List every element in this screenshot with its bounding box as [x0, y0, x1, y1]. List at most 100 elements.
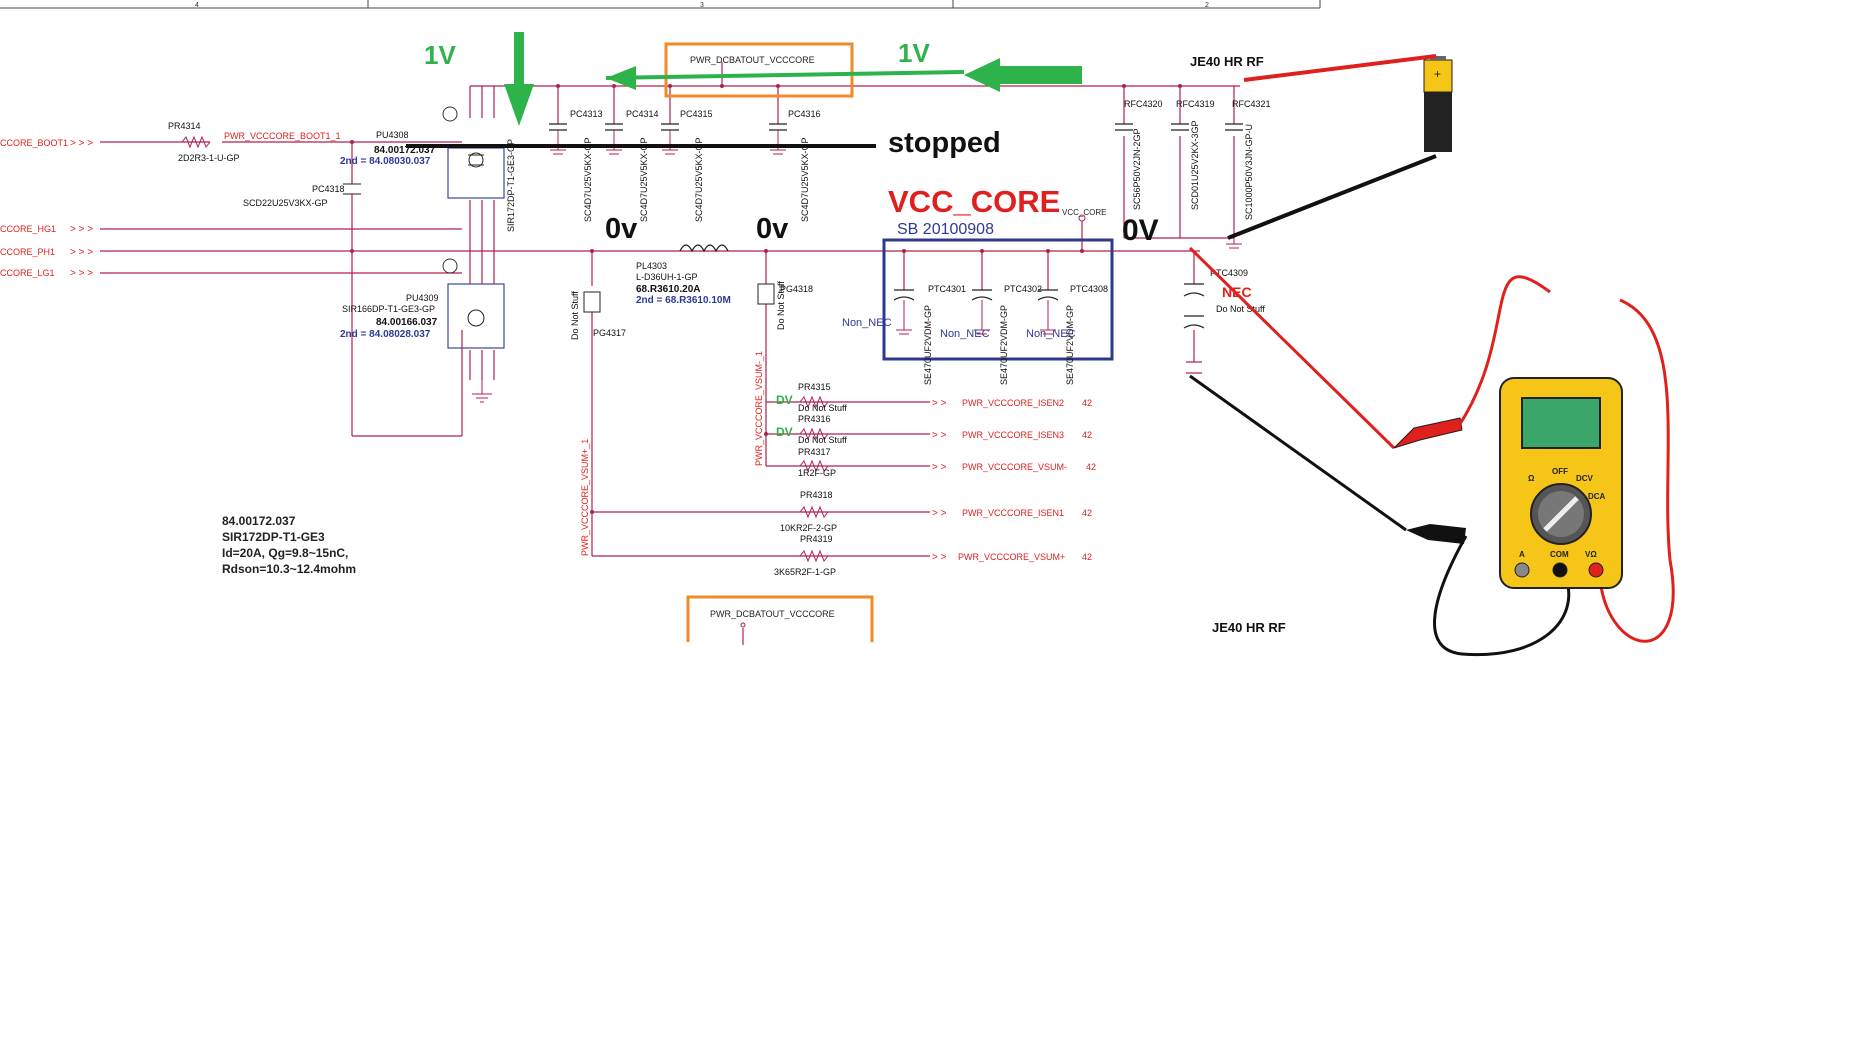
- sense-net-labels: > > > > > > > > > > PWR_VCCCORE_ISEN2 PW…: [932, 398, 1096, 563]
- do-not-stuff-text: Do Not Stuff: [570, 291, 580, 340]
- port-a: [1514, 562, 1530, 578]
- pl4303-label: PL4303: [636, 261, 667, 271]
- pl4303-part: 68.R3610.20A: [636, 284, 701, 295]
- pu4308-2nd: 2nd = 84.08030.037: [340, 156, 431, 167]
- cap-ptc4309: PTC4309 Do Not Stuff NEC: [1183, 268, 1265, 329]
- stopped-marker: stopped: [406, 127, 1001, 159]
- down-arrow-icon: [504, 84, 534, 126]
- meter-a: A: [1519, 550, 1525, 559]
- output-capacitors: PTC4301 PTC4302 PTC4308 SE470UF2VDM-GP S…: [842, 238, 1114, 385]
- pl4303-value: L-D36UH-1-GP: [636, 272, 698, 282]
- page-ref: 42: [1082, 398, 1092, 408]
- zero-volt-labels: 0v 0v 0V: [605, 213, 1159, 247]
- vcc-core-tap: VCC_CORE: [1062, 208, 1106, 222]
- rfc4320-value: SC56P50V2JN-2GP: [1132, 128, 1142, 210]
- component-notes: 84.00172.037 SIR172DP-T1-GE3 Id=20A, Qg=…: [222, 514, 1286, 635]
- ptc4302-label: PTC4302: [1004, 284, 1042, 294]
- dv-label: DV: [776, 393, 793, 407]
- cap-value: SC4D7U25V5KX-GP: [694, 137, 704, 222]
- arrow-chevrons: > >: [932, 508, 947, 519]
- pu4309-label: PU4309: [406, 293, 439, 303]
- non-nec-label: Non_NEC: [842, 317, 892, 329]
- dv-label: DV: [776, 425, 793, 439]
- pc4316-label: PC4316: [788, 109, 821, 119]
- rfc4321-value: SC1000P50V3JN-GP-U: [1244, 124, 1254, 220]
- meter-off: OFF: [1552, 467, 1568, 476]
- pu4309-value: SIR166DP-T1-GE3-GP: [342, 304, 435, 314]
- probe-leads: [1188, 54, 1675, 657]
- inductor-pl4303: PL4303 L-D36UH-1-GP 68.R3610.20A 2nd = 6…: [636, 244, 731, 306]
- pr4317-label: PR4317: [798, 447, 831, 457]
- pr4315-label: PR4315: [798, 382, 831, 392]
- arrow-chevrons: > > >: [70, 224, 93, 235]
- net-vsum-minus: PWR_VCCCORE_VSUM-: [962, 462, 1067, 472]
- page-ref: 42: [1082, 552, 1092, 562]
- pg4318-label: PG4318: [780, 284, 813, 294]
- pr4316-label: PR4316: [798, 414, 831, 424]
- red-probe-icon: [1393, 417, 1463, 449]
- ptc4308-label: PTC4308: [1070, 284, 1108, 294]
- frame-ruler: 4 3 2: [0, 0, 1321, 9]
- rf-capacitors: RFC4320 RFC4319 RFC4321 SC56P50V2JN-2GP …: [1115, 54, 1271, 249]
- port-vohm: [1588, 562, 1604, 578]
- rfc4319-label: RFC4319: [1176, 99, 1215, 109]
- junction-dots: [350, 84, 1182, 514]
- pr4314-label: PR4314: [168, 121, 201, 131]
- cap-value: SC4D7U25V5KX-GP: [583, 137, 593, 222]
- sense-resistors: PR4315 Do Not Stuff PR4316 Do Not Stuff …: [774, 382, 847, 577]
- dcbatout-box-bottom: PWR_DCBATOUT_VCCCORE: [686, 595, 874, 642]
- gaps-pg4317-pg4318: PG4317 PG4318 Do Not Stuff Do Not Stuff: [570, 281, 813, 340]
- net-hg: CCORE_HG1: [0, 224, 56, 234]
- stopped-label: stopped: [888, 127, 1001, 159]
- voltage-0v-right: 0V: [1122, 214, 1159, 247]
- zone-label: 3: [700, 2, 704, 9]
- left-net-labels: CCORE_BOOT1 CCORE_HG1 CCORE_PH1 CCORE_LG…: [0, 138, 93, 279]
- pu4308-value: SIR172DP-T1-GE3-GP: [506, 139, 516, 232]
- green-arrows: 1V 1V: [424, 32, 1082, 126]
- arrow-chevrons: > >: [932, 430, 947, 441]
- cap-value: SC4D7U25V5KX-GP: [800, 137, 810, 222]
- battery-icon: +: [1423, 56, 1453, 152]
- page-ref: 42: [1082, 508, 1092, 518]
- non-nec-label: Non_NEC: [1026, 328, 1076, 340]
- rfc4320-label: RFC4320: [1124, 99, 1163, 109]
- arrow-chevrons: > >: [932, 552, 947, 563]
- pc4314-label: PC4314: [626, 109, 659, 119]
- meter-dcv: DCV: [1576, 474, 1594, 483]
- dcbatout-top-label: PWR_DCBATOUT_VCCCORE: [690, 55, 815, 65]
- rfc4319-value: SCD01U25V2KX-3GP: [1190, 120, 1200, 210]
- do-not-stuff-text: Do Not Stuff: [798, 403, 847, 413]
- arrow-chevrons: > >: [932, 462, 947, 473]
- pu4308-part: 84.00172.037: [374, 145, 436, 156]
- mosfet-pu4308: PU4308 84.00172.037 2nd = 84.08030.037 S…: [340, 106, 516, 232]
- ptc-value: SE470UF2VDM-GP: [1065, 305, 1075, 385]
- vcc-core-headline: VCC_CORE SB 20100908: [888, 184, 1060, 238]
- pl4303-2nd: 2nd = 68.R3610.10M: [636, 295, 731, 306]
- black-probe-icon: [1406, 524, 1466, 544]
- dcbatout-box-top: PWR_DCBATOUT_VCCCORE: [664, 42, 854, 98]
- ptc4301-label: PTC4301: [928, 284, 966, 294]
- net-isen1: PWR_VCCCORE_ISEN1: [962, 508, 1064, 518]
- pc4315-label: PC4315: [680, 109, 713, 119]
- meter-vohm: VΩ: [1585, 550, 1597, 559]
- input-capacitors: PC4313 PC4314 PC4315 PC4316 SC4D7U25V5KX…: [549, 109, 821, 222]
- ptc4309-label: PTC4309: [1210, 268, 1248, 278]
- wiring: [100, 62, 1240, 645]
- non-nec-label: Non_NEC: [940, 328, 990, 340]
- page-ref: 42: [1082, 430, 1092, 440]
- arrow-chevrons: > > >: [70, 247, 93, 258]
- meter-dca: DCA: [1588, 492, 1606, 501]
- do-not-stuff-text: Do Not Stuff: [776, 281, 786, 330]
- do-not-stuff-text: Do Not Stuff: [1216, 304, 1265, 314]
- zone-label: 4: [195, 2, 199, 9]
- vcc-core-box: [882, 238, 1114, 361]
- net-isen2: PWR_VCCCORE_ISEN2: [962, 398, 1064, 408]
- pr4319-label: PR4319: [800, 534, 833, 544]
- pg4317-label: PG4317: [593, 328, 626, 338]
- zone-label: 2: [1205, 2, 1209, 9]
- ptc-value: SE470UF2VDM-GP: [923, 305, 933, 385]
- arrow-chevrons: > >: [932, 398, 947, 409]
- page-ref: 42: [1086, 462, 1096, 472]
- vcc-core-title: VCC_CORE: [888, 184, 1060, 219]
